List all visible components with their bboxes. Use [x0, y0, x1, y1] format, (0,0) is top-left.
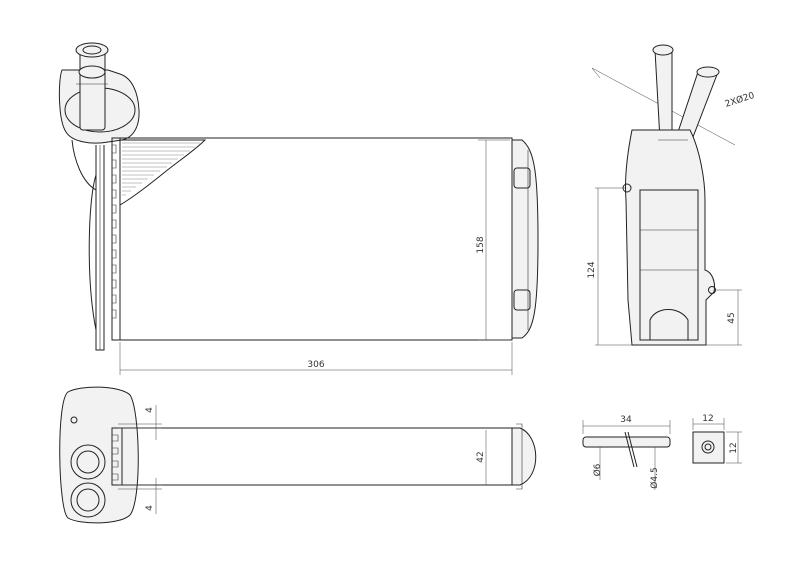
dim-core-depth: 42 — [476, 451, 486, 462]
dim-clip-length: 34 — [620, 415, 632, 425]
side-view: 124 45 2XØ20 — [587, 44, 757, 346]
dim-pipe-diameter: 2XØ20 — [724, 90, 757, 110]
front-inlet-pipe — [79, 49, 106, 131]
nut-body — [692, 431, 725, 464]
dim-clip-diameter: Ø6 — [592, 463, 603, 476]
dim-core-width: 306 — [307, 360, 324, 370]
dim-flange-bottom: 4 — [145, 505, 155, 511]
dim-core-height: 158 — [476, 236, 486, 253]
top-port-lower — [70, 482, 106, 518]
nut-detail: 12 12 — [692, 414, 742, 464]
dim-nut-height: 12 — [729, 442, 739, 453]
top-core — [111, 427, 513, 486]
dim-side-lower-offset: 45 — [727, 312, 737, 323]
top-right-tank — [511, 427, 537, 486]
clip-detail: 34 Ø6 Ø4.5 — [582, 415, 671, 490]
top-port-upper — [70, 444, 106, 480]
dim-side-mount-height: 124 — [587, 261, 597, 278]
front-core — [111, 137, 513, 341]
side-pipe-1 — [654, 49, 673, 141]
front-right-tank — [511, 139, 539, 339]
dim-clip-pin-diameter: Ø4.5 — [649, 467, 660, 488]
front-view: 158 306 — [58, 42, 539, 375]
dim-nut-width: 12 — [702, 414, 713, 424]
dim-flange-top: 4 — [145, 407, 155, 413]
top-view: 42 4 4 — [59, 386, 537, 524]
side-body — [624, 129, 715, 346]
